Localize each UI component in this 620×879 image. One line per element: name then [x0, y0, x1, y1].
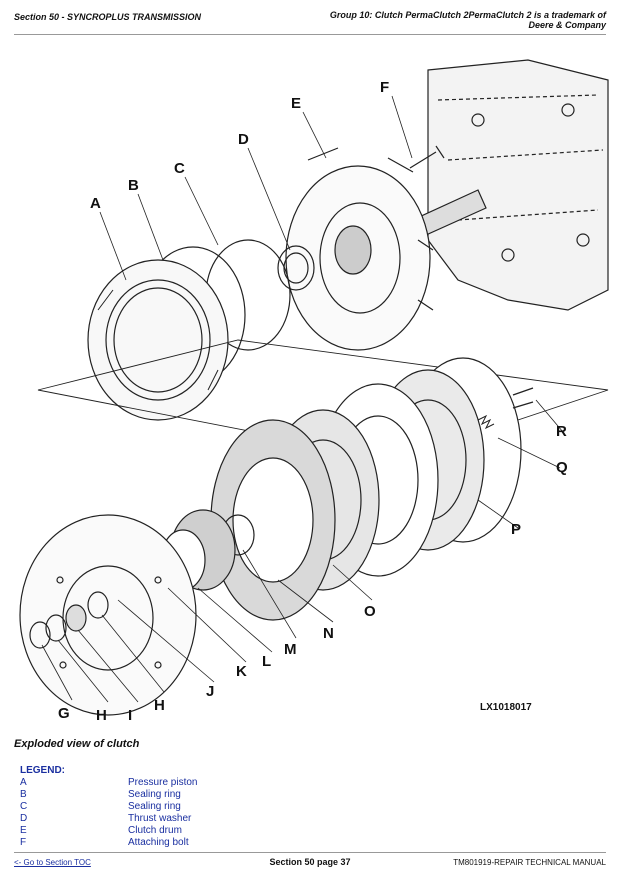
legend-item: E Clutch drum	[20, 825, 420, 837]
legend-letter: B	[20, 789, 27, 800]
callout-f: F	[380, 79, 389, 96]
callout-a: A	[90, 195, 101, 212]
bearing-i	[65, 604, 87, 632]
callout-m: M	[284, 641, 297, 658]
callout-j: J	[206, 683, 214, 700]
callout-i: I	[128, 707, 132, 724]
callout-b: B	[128, 177, 139, 194]
legend-desc: Clutch drum	[128, 825, 182, 836]
legend-desc: Pressure piston	[128, 777, 198, 788]
callout-q: Q	[556, 459, 568, 476]
legend-title: LEGEND:	[20, 765, 65, 776]
page-header: Section 50 - SYNCROPLUS TRANSMISSION Gro…	[14, 8, 606, 35]
legend-item: A Pressure piston	[20, 777, 420, 789]
callout-o: O	[364, 603, 376, 620]
legend-letter: E	[20, 825, 27, 836]
washer-h	[45, 614, 67, 642]
legend-item: D Thrust washer	[20, 813, 420, 825]
legend-item: C Sealing ring	[20, 801, 420, 813]
snap-ring-g	[29, 621, 51, 649]
legend-letter: C	[20, 801, 28, 812]
legend-desc: Attaching bolt	[128, 837, 189, 848]
manual-title: TM801919-REPAIR TECHNICAL MANUAL	[453, 858, 606, 867]
figure-caption: Exploded view of clutch	[14, 738, 140, 750]
legend-letter: F	[20, 837, 27, 848]
pressure-piston	[87, 259, 229, 421]
legend-item: F Attaching bolt	[20, 837, 420, 849]
page-number: Section 50 page 37	[269, 857, 351, 867]
figure-id: LX1018017	[480, 702, 532, 713]
callout-h2: H	[154, 697, 165, 714]
attaching-bolt	[409, 145, 445, 169]
bolt-r	[512, 387, 534, 409]
callout-k: K	[236, 663, 247, 680]
legend-item: B Sealing ring	[20, 789, 420, 801]
header-group-title: Group 10: Clutch PermaClutch 2PermaClutc…	[329, 10, 606, 30]
callout-g: G	[58, 705, 70, 722]
clutch-housing-plate	[19, 514, 197, 716]
legend-desc: Sealing ring	[128, 789, 181, 800]
callout-n: N	[323, 625, 334, 642]
page-footer: <- Go to Section TOC Section 50 page 37 …	[14, 852, 606, 875]
callout-c: C	[174, 160, 185, 177]
legend: A Pressure piston B Sealing ring C Seali…	[20, 777, 420, 849]
callout-p: P	[511, 521, 521, 538]
legend-letter: A	[20, 777, 27, 788]
callout-d: D	[238, 131, 249, 148]
thrust-washer	[277, 245, 315, 291]
washer-h2	[87, 591, 109, 619]
callout-r: R	[556, 423, 567, 440]
callout-h: H	[96, 707, 107, 724]
header-section-title: Section 50 - SYNCROPLUS TRANSMISSION	[14, 12, 202, 22]
spring	[477, 414, 495, 430]
legend-desc: Thrust washer	[128, 813, 192, 824]
section-toc-link[interactable]: <- Go to Section TOC	[14, 858, 91, 867]
legend-desc: Sealing ring	[128, 801, 181, 812]
callout-l: L	[262, 653, 271, 670]
clutch-illustration: A B C D E F G H I H J K L M N O P Q R LX…	[19, 59, 609, 724]
exploded-view-figure: A B C D E F G H I H J K L M N O P Q R LX…	[8, 40, 612, 730]
legend-letter: D	[20, 813, 28, 824]
callout-e: E	[291, 95, 301, 112]
